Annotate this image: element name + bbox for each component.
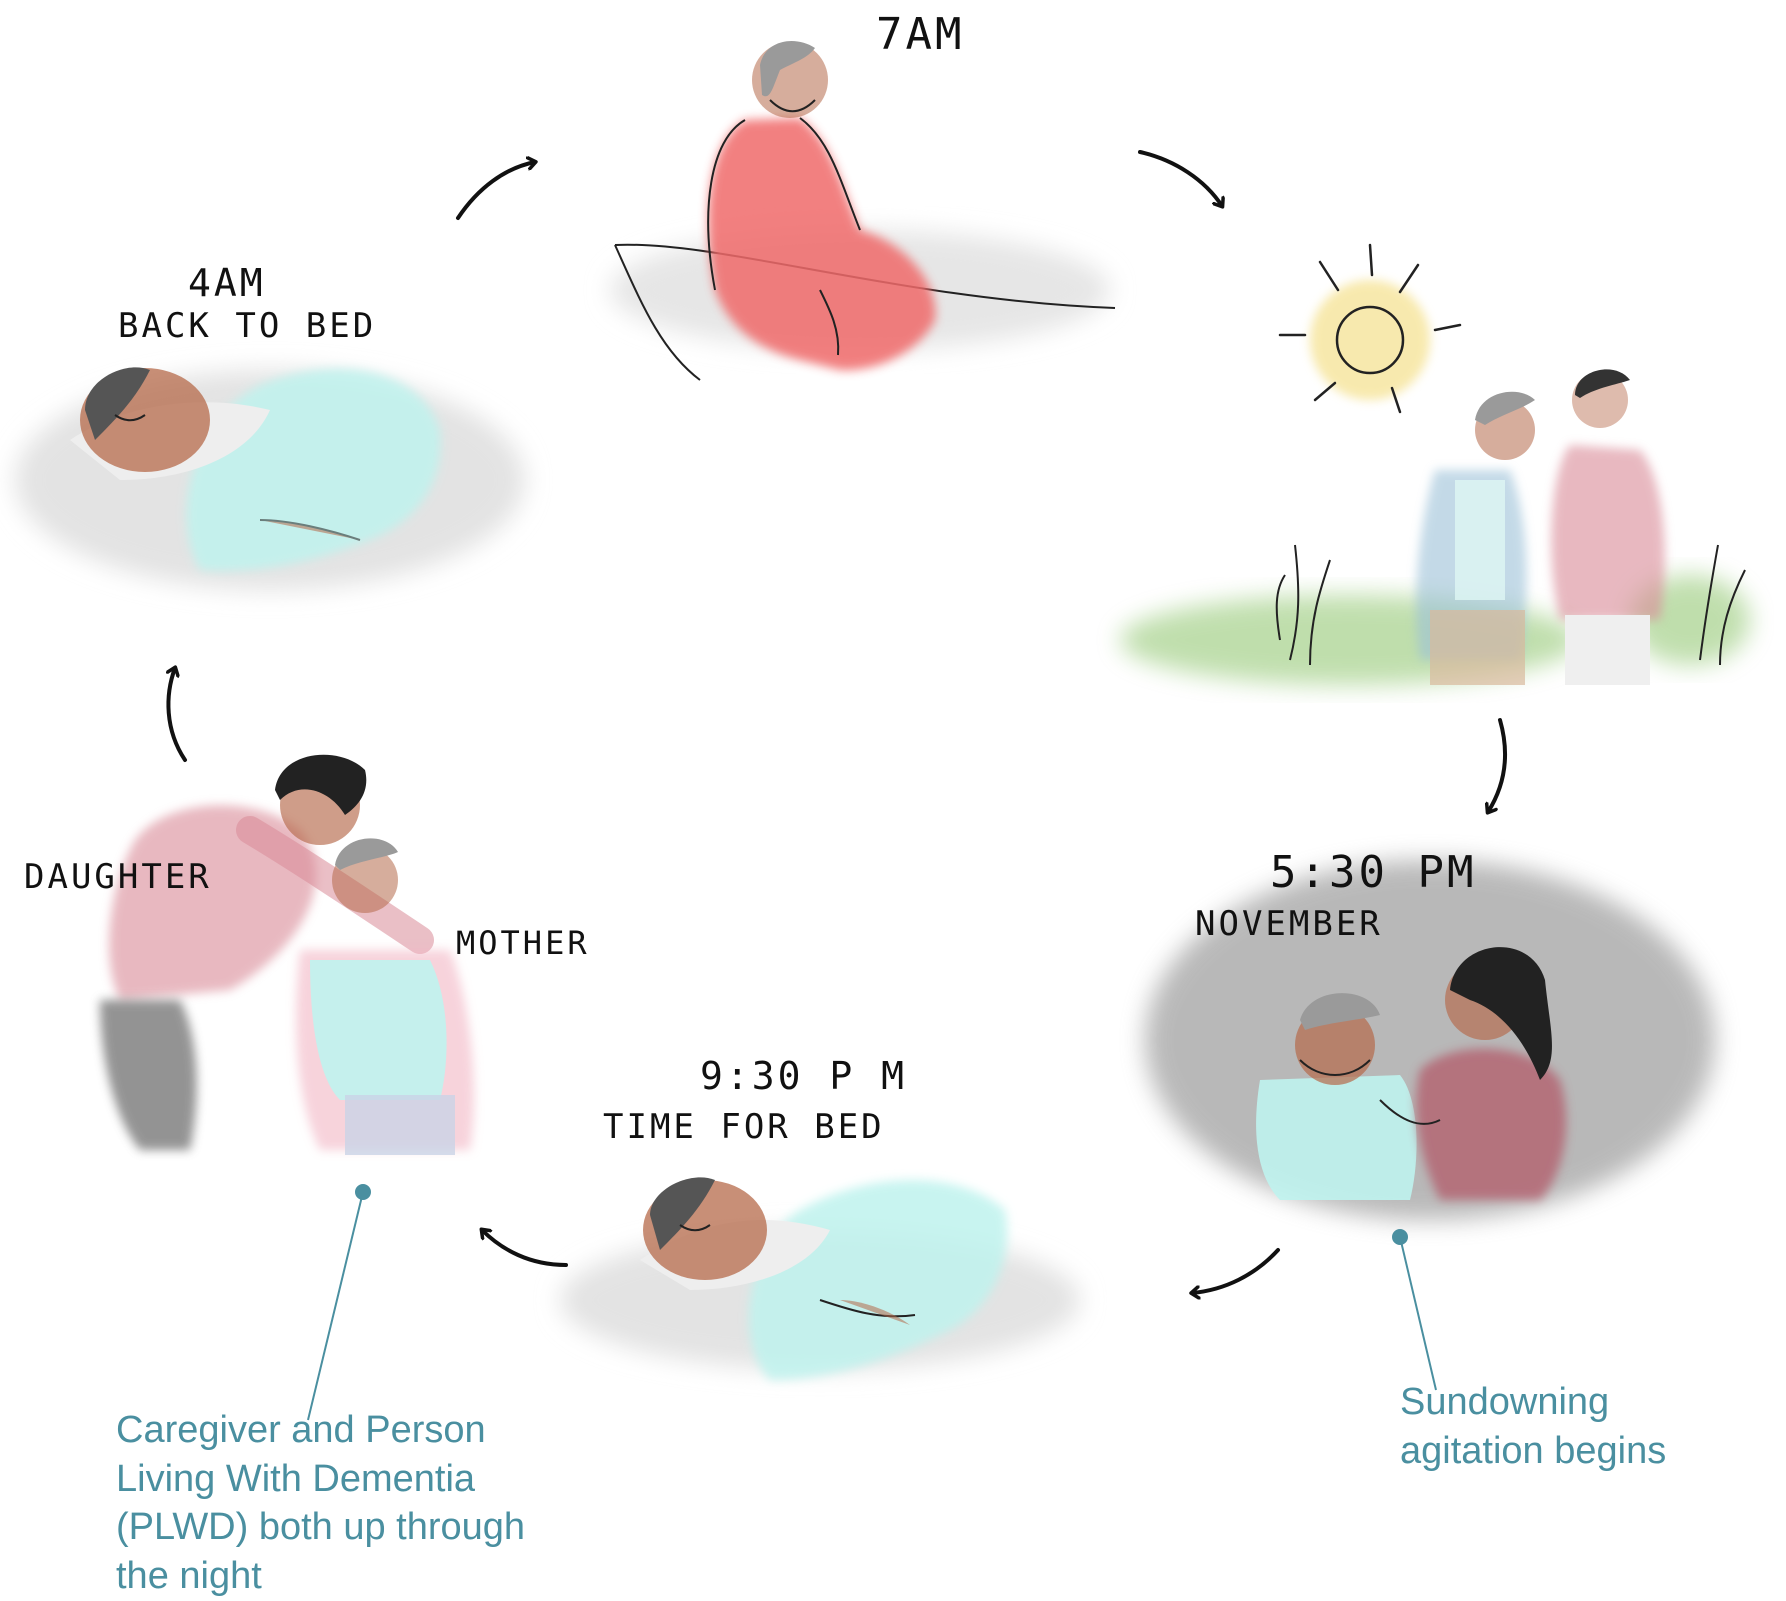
label-4am: 4AM [188,262,266,306]
label-5-30-pm: 5:30 PM [1270,848,1476,899]
sundowning-note: Sundowning agitation begins [1400,1378,1740,1475]
arrow-to-bedtime [1192,1250,1278,1293]
scene-bedtime [560,1177,1080,1380]
arrow-to-daytime [1140,152,1222,206]
label-daughter: DAUGHTER [24,858,212,897]
label-november: NOVEMBER [1195,905,1383,944]
scene-back-to-bed [15,367,525,590]
scene-daytime-walk [1120,245,1750,685]
arrow-to-back-to-bed [168,668,185,760]
label-7am: 7AM [876,10,964,61]
scene-night-awake [100,755,474,1155]
night-note: Caregiver and Person Living With Dementi… [116,1406,576,1601]
label-9-30-pm: 9:30 P M [700,1055,907,1099]
arrow-to-7am [458,162,535,218]
arrow-to-night [482,1230,566,1265]
label-mother: MOTHER [456,925,590,962]
arrow-to-sundowning [1488,720,1505,812]
scene-7am-waking [610,41,1115,380]
label-back-to-bed: BACK TO BED [118,307,376,346]
label-time-for-bed: TIME FOR BED [603,1108,885,1147]
